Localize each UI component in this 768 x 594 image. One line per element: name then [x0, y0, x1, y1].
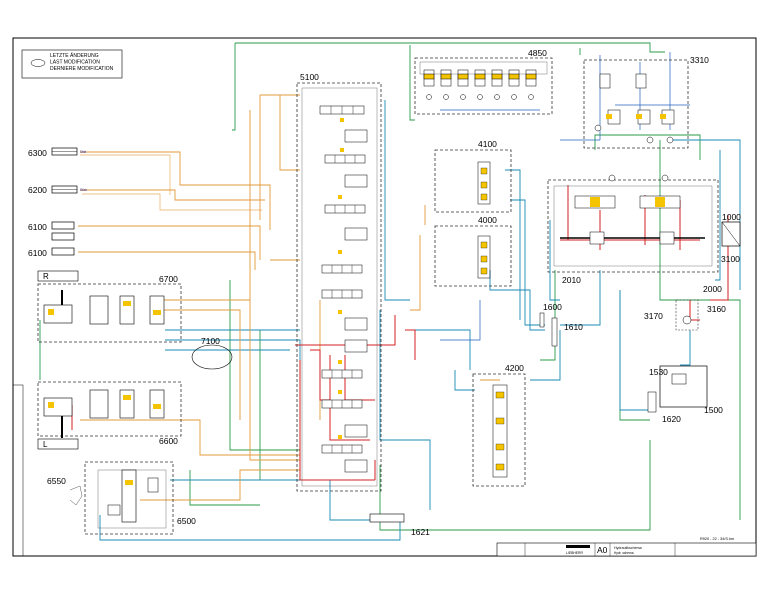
label-7100: 7100	[201, 336, 220, 346]
label-5100: 5100	[300, 72, 319, 82]
block-6700: 6700	[37, 274, 182, 343]
revision-line-1: LETZTE ÄNDERUNG	[50, 52, 99, 59]
label-6700: 6700	[159, 274, 178, 284]
label-3100: 3100	[721, 254, 740, 264]
side-marker-left: L	[37, 438, 79, 450]
label-1530: 1530	[649, 367, 668, 377]
actuator-id-6200: 6200	[28, 185, 47, 195]
label-2000: 2000	[703, 284, 722, 294]
block-6500: 6500	[84, 461, 196, 535]
label-1610: 1610	[564, 322, 583, 332]
label-4100: 4100	[478, 139, 497, 149]
actuator-6300: 6300 Stiel	[28, 147, 86, 158]
label-4200: 4200	[505, 363, 524, 373]
left-margin-strip	[12, 384, 24, 557]
block-2010: 2010	[547, 174, 719, 285]
label-4850: 4850	[528, 48, 547, 58]
actuator-tag-6300: Stiel	[80, 150, 86, 154]
revision-line-3: DERNIERE MODIFICATION	[50, 66, 114, 72]
block-3310: 3310	[583, 55, 709, 149]
block-1500: 1530 1500 1620	[647, 365, 723, 424]
block-4200: 4200	[472, 363, 526, 487]
block-1610: 1610	[551, 317, 583, 347]
label-6500: 6500	[177, 516, 196, 526]
cloud-6550	[69, 485, 83, 506]
label-1620: 1620	[662, 414, 681, 424]
label-2010: 2010	[562, 275, 581, 285]
label-4000: 4000	[478, 215, 497, 225]
sheet-format: A0	[597, 545, 608, 555]
block-4000: 4000	[434, 215, 512, 287]
actuator-6100-b: 6100	[28, 247, 75, 258]
side-marker-left-text: L	[43, 440, 48, 449]
label-1600: 1600	[543, 302, 562, 312]
label-3170: 3170	[644, 311, 663, 321]
valves-4850	[423, 69, 537, 100]
label-3160: 3160	[707, 304, 726, 314]
actuator-feed-lines	[80, 154, 262, 211]
block-1621: 1621	[369, 513, 430, 537]
block-1000: 1000	[721, 212, 741, 247]
side-marker-right-text: R	[43, 272, 49, 281]
company-line: LIEBHERR	[566, 551, 584, 555]
side-marker-right: R	[37, 270, 79, 282]
spool-markings-5100	[330, 106, 356, 453]
title-block: LIEBHERR A0 Hydraulikschema Hydr. schema…	[496, 537, 757, 557]
actuator-6200: 6200 Stick	[28, 185, 87, 195]
blue-return-lines	[99, 100, 741, 541]
block-6600: 6600	[37, 381, 182, 446]
actuator-id-6100-a: 6100	[28, 222, 47, 232]
orange-pilot-lines	[78, 94, 500, 501]
actuator-id-6300: 6300	[28, 148, 47, 158]
label-6550: 6550	[47, 476, 66, 486]
label-1500: 1500	[704, 405, 723, 415]
drawing-number: R920 - 22 - 34/S.hm	[700, 537, 734, 541]
block-5100: 5100	[296, 72, 382, 492]
revision-cloud-icon	[30, 59, 46, 67]
valve-yellow-highlights	[338, 118, 344, 439]
block-4100: 4100	[434, 139, 512, 213]
actuator-tag-6200: Stick	[80, 188, 87, 192]
title-line-2: Hydr. schema	[614, 551, 634, 555]
actuator-6100-a: 6100	[28, 221, 75, 241]
block-3170: 3170 3160	[644, 299, 726, 331]
label-3310: 3310	[690, 55, 709, 65]
revision-box: LETZTE ÄNDERUNG LAST MODIFICATION DERNIE…	[21, 49, 123, 79]
block-1600: 1600	[539, 302, 562, 328]
title-line-1: Hydraulikschema	[614, 546, 642, 550]
actuator-id-6100-b: 6100	[28, 248, 47, 258]
green-drain-lines	[39, 42, 741, 531]
revision-line-2: LAST MODIFICATION	[50, 60, 100, 66]
label-6600: 6600	[159, 436, 178, 446]
block-7100: 7100	[191, 336, 233, 370]
label-1621: 1621	[411, 527, 430, 537]
label-1000: 1000	[722, 212, 741, 222]
drawing-frame	[12, 37, 757, 557]
